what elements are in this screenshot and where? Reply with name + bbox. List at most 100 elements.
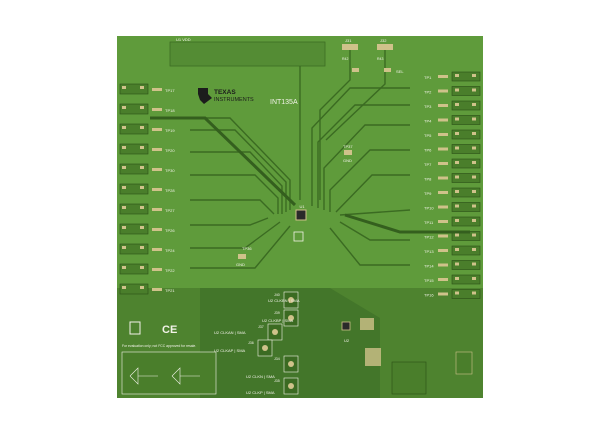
u1-footprint [293,231,304,242]
right-connector-pin [455,277,459,280]
sma-center-pad [288,315,294,321]
right-trace-pad [438,104,448,107]
j32-header [377,44,393,50]
right-connector-pin [455,146,459,150]
tp36-label: TP36 [242,246,252,251]
left-test-point-label: TP20 [165,148,175,153]
right-connector-pin [472,175,476,179]
right-connector-pin [455,103,459,106]
right-connector-pin [472,219,476,222]
left-connector-pin [140,166,144,169]
right-trace-pad [438,263,448,267]
left-test-point-label: TP17 [165,88,175,93]
sma-signal-label: U2 CLKAN | SMA [214,330,246,335]
left-trace-pad [152,128,162,131]
u2-label: U2 [344,338,350,343]
sma-signal-label: U2 CLKN | SMA [246,374,275,379]
left-connector-pin [140,186,144,189]
left-connector-column: TP17TP18TP19TP20TP30TP28TP27TP26TP24TP22… [119,83,175,295]
u1-label: U1 [299,204,305,209]
left-connector-pin [140,146,144,149]
right-connector-pin [455,190,459,193]
left-connector-pin [140,126,144,129]
right-connector-pin [472,103,476,106]
left-connector-block [119,83,149,95]
right-connector-pin [472,161,476,164]
left-trace-pad [152,88,162,91]
schematic-box [121,351,217,395]
right-connector-block [451,129,481,140]
tp-top-pad [352,68,359,72]
left-trace-pad [152,208,162,211]
trash-bin-icon [129,321,141,335]
right-connector-pin [455,262,459,266]
sma-center-pad [272,329,278,335]
right-trace-pad [438,205,448,209]
right-trace-pad [438,191,448,194]
right-trace-pad [438,234,448,238]
schematic-lines [129,367,200,385]
left-connector-pin [122,286,126,289]
u2-resistors [360,318,374,330]
left-connector-pin [140,286,144,289]
left-test-point-label: TP21 [165,288,175,293]
right-test-point-label: TP3 [424,104,432,109]
right-test-point-label: TP15 [424,278,434,283]
left-connector-block [119,283,149,295]
sma-center-pad [262,345,268,351]
right-connector-block [451,100,481,111]
sma-signal-label: U2 CLKP | SMA [246,390,275,395]
u2-pins [365,348,381,366]
right-test-point-label: TP16 [424,293,434,298]
right-connector-block [451,202,481,212]
sma-jack-label: J39 [274,311,280,315]
j31-label: J31 [345,38,352,43]
left-connector-block [119,203,149,215]
right-connector-pin [455,219,459,222]
right-connector-pin [455,248,459,251]
left-connector-pin [122,186,126,189]
part-number: INT135A [270,99,298,106]
right-connector-block [451,187,481,198]
right-connector-pin [472,277,476,280]
right-connector-pin [472,204,476,208]
left-trace-pad [152,148,162,151]
right-test-point-label: TP8 [424,177,432,182]
left-connector-block [119,223,149,235]
right-connector-block [451,260,481,270]
left-trace-pad [152,228,162,231]
left-test-point-label: TP24 [165,248,175,253]
gnd-label-left: GND [236,262,245,267]
left-connector-block [119,163,149,175]
sma-signal-label: U2 CLKAP | SMA [214,348,246,353]
right-test-point-label: TP2 [424,90,432,95]
left-trace-pad [152,108,162,111]
right-connector-pin [472,146,476,150]
sma-jack-label: J36 [248,341,254,345]
right-connector-block [451,71,481,82]
u1-vdd-label: U1 VDD [176,37,191,42]
left-connector-pin [140,206,144,209]
ce-mark: CE [162,324,177,336]
right-test-point-label: TP6 [424,148,432,153]
tp23-pad [455,351,473,375]
j31-header [342,44,358,50]
lower-right-box [391,361,427,395]
right-trace-pad [438,89,448,93]
right-connector-block [451,274,481,285]
right-connector-pin [472,233,476,237]
right-connector-pin [472,262,476,266]
left-trace-pad [152,268,162,271]
j32-label: J32 [380,38,387,43]
left-test-point-label: TP27 [165,208,175,213]
right-connector-block [451,144,481,154]
sma-center-pad [288,361,294,367]
sma-signal-label: U2 CLKBN | SMA [268,298,300,303]
left-connector-block [119,103,149,115]
traces [190,50,411,269]
diff-pair-right [344,213,470,234]
left-test-point-label: TP28 [165,188,175,193]
r42-label: R42 [342,57,348,61]
sma-jack-label: J34 [274,357,280,361]
gnd-label-right: GND [343,158,352,163]
